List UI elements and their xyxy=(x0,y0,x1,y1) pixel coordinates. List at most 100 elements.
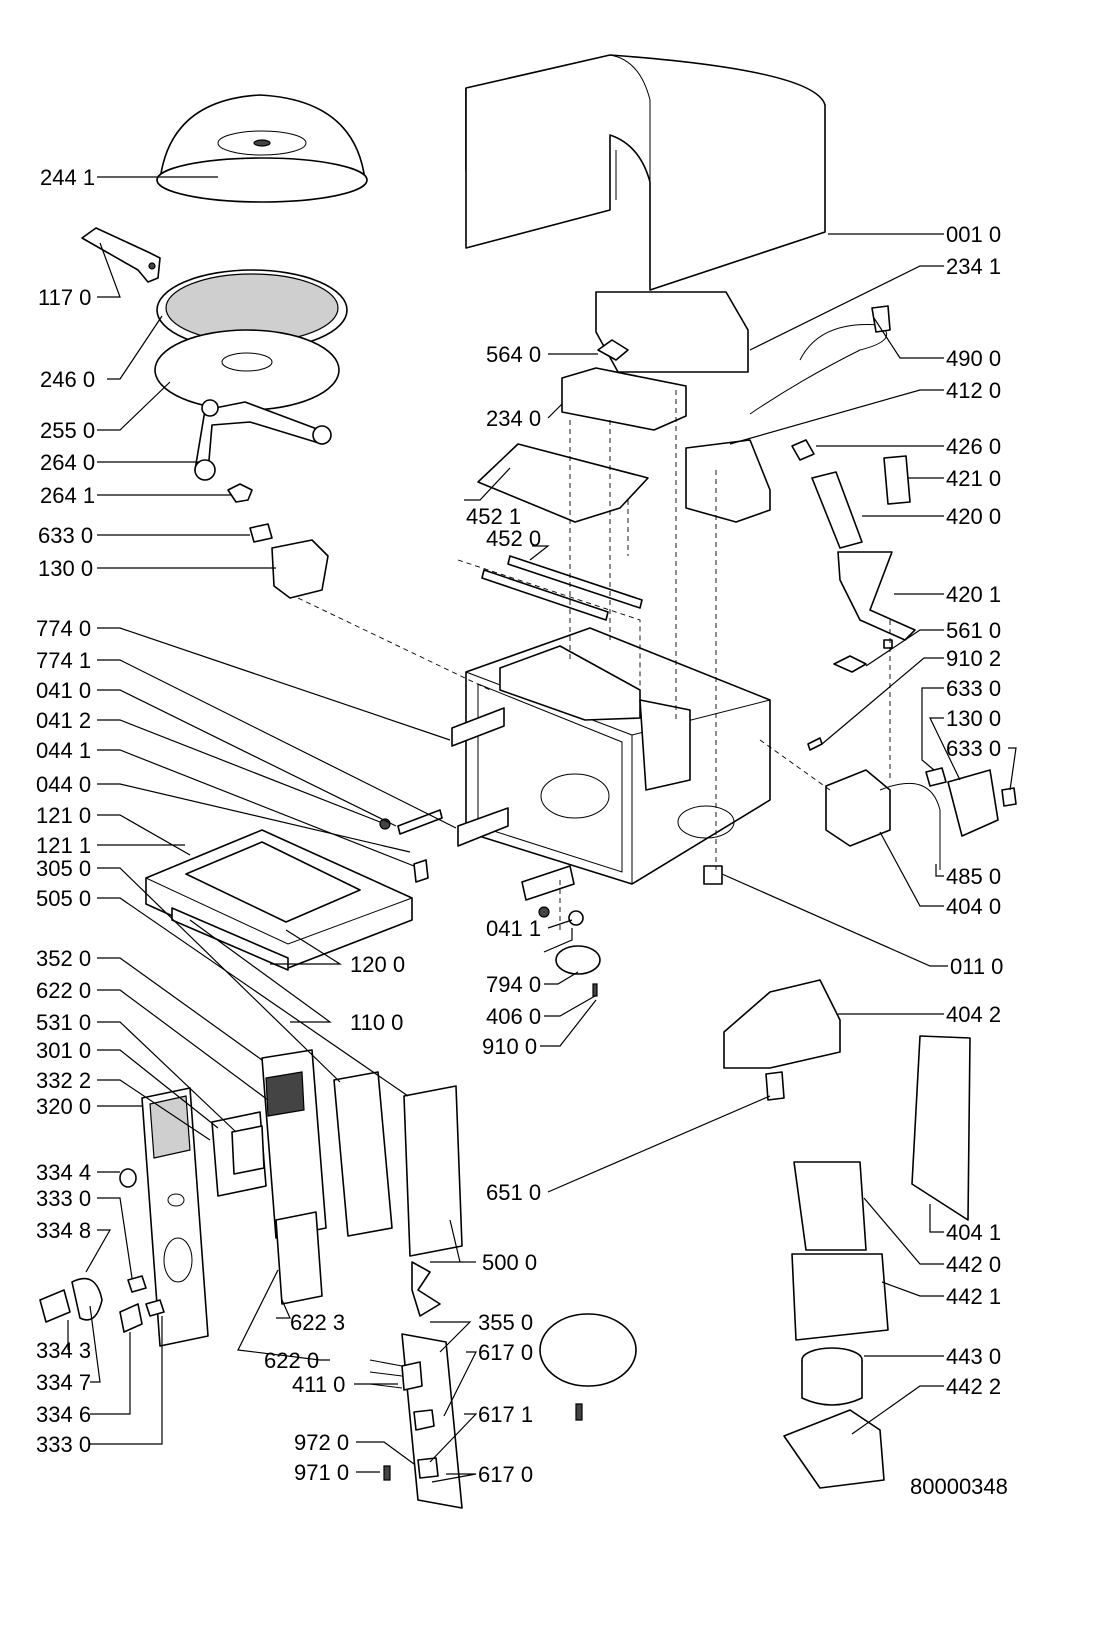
part-label: 334 6 xyxy=(36,1402,91,1427)
part-label: 333 0 xyxy=(36,1432,91,1457)
switch-right-b xyxy=(1001,787,1017,807)
part-label: 412 0 xyxy=(946,378,1001,403)
part-label: 234 1 xyxy=(946,254,1001,279)
part-label: 041 0 xyxy=(36,678,91,703)
part-label: 246 0 xyxy=(40,367,95,392)
diode xyxy=(791,439,815,461)
keypad-board xyxy=(231,1125,265,1175)
part-label: 910 2 xyxy=(946,646,1001,671)
part-label: 651 0 xyxy=(486,1180,541,1205)
part-label: 255 0 xyxy=(40,418,95,443)
part-drawings xyxy=(39,54,1017,1509)
part-label: 774 1 xyxy=(36,648,91,673)
screw-nut xyxy=(883,639,893,649)
part-label: 561 0 xyxy=(946,618,1001,643)
part-label: 234 0 xyxy=(486,406,541,431)
outer-casing xyxy=(465,54,826,291)
part-label: 564 0 xyxy=(486,342,541,367)
control-pcb xyxy=(403,1085,463,1257)
part-label: 442 2 xyxy=(946,1374,1001,1399)
part-label: 490 0 xyxy=(946,346,1001,371)
part-label: 333 0 xyxy=(36,1186,91,1211)
part-label: 505 0 xyxy=(36,886,91,911)
switch-left xyxy=(249,523,273,543)
display-board xyxy=(261,1049,327,1239)
fan-blower xyxy=(791,1253,889,1341)
power-board xyxy=(369,1333,463,1509)
heating-rods xyxy=(481,555,643,621)
door-switch-bracket-right xyxy=(947,769,999,837)
stirrer-cover xyxy=(539,1313,637,1387)
knob-334-3 xyxy=(39,1289,71,1323)
oven-door xyxy=(145,829,413,971)
part-labels: 244 1 117 0 246 0 255 0 264 0 264 1 633 … xyxy=(36,165,1008,1499)
top-cover-strip xyxy=(595,291,749,373)
roller-ring xyxy=(194,399,332,481)
assembly-guides xyxy=(297,390,891,930)
part-label: 485 0 xyxy=(946,864,1001,889)
part-label: 794 0 xyxy=(486,972,541,997)
hv-capacitor xyxy=(811,471,863,549)
part-label: 617 0 xyxy=(478,1462,533,1487)
drawing-number: 80000348 xyxy=(910,1474,1008,1499)
part-label: 633 0 xyxy=(946,736,1001,761)
part-label: 443 0 xyxy=(946,1344,1001,1369)
turntable-motor xyxy=(555,945,601,975)
part-label: 305 0 xyxy=(36,856,91,881)
fan-motor-bracket xyxy=(793,1161,867,1251)
part-label: 442 1 xyxy=(946,1284,1001,1309)
part-label: 301 0 xyxy=(36,1038,91,1063)
capacitor xyxy=(883,455,911,505)
part-label: 332 2 xyxy=(36,1068,91,1093)
part-label: 404 1 xyxy=(946,1220,1001,1245)
leader-lines xyxy=(67,176,1017,1483)
part-label: 041 1 xyxy=(486,916,541,941)
magnetron xyxy=(825,769,891,847)
part-label: 120 0 xyxy=(350,952,405,977)
motor-screw xyxy=(592,983,598,997)
part-label: 044 0 xyxy=(36,772,91,797)
part-label: 622 0 xyxy=(264,1348,319,1373)
part-label: 910 0 xyxy=(482,1034,537,1059)
cover-lid xyxy=(156,94,368,203)
part-label: 110 0 xyxy=(350,1010,403,1035)
part-label: 420 1 xyxy=(946,582,1001,607)
turntable-coupler xyxy=(227,483,253,503)
stirrer-screw xyxy=(575,1403,583,1421)
part-label: 426 0 xyxy=(946,434,1001,459)
pcb-frame xyxy=(333,1071,393,1237)
part-label: 500 0 xyxy=(482,1250,537,1275)
part-label: 774 0 xyxy=(36,616,91,641)
part-label: 044 1 xyxy=(36,738,91,763)
hinge-bracket xyxy=(521,865,575,901)
part-label: 117 0 xyxy=(38,285,91,310)
crisp-plate xyxy=(156,269,348,351)
part-label: 264 1 xyxy=(40,483,95,508)
part-label: 334 8 xyxy=(36,1218,91,1243)
knob-ring-334-7 xyxy=(71,1277,103,1321)
part-label: 352 0 xyxy=(36,946,91,971)
oven-cavity xyxy=(465,627,771,885)
capacitor-bracket xyxy=(837,551,916,641)
part-label: 633 0 xyxy=(38,523,93,548)
knob-334-4 xyxy=(119,1168,137,1188)
part-label: 404 0 xyxy=(946,894,1001,919)
screw-pair xyxy=(807,737,823,751)
button-333-0-b xyxy=(145,1299,165,1317)
part-label: 130 0 xyxy=(38,556,93,581)
part-label: 617 1 xyxy=(478,1402,533,1427)
part-label: 121 1 xyxy=(36,833,91,858)
part-label: 617 0 xyxy=(478,1340,533,1365)
mounting-plate-lower xyxy=(457,807,509,847)
part-label: 264 0 xyxy=(40,450,95,475)
power-cord xyxy=(749,305,891,415)
part-label: 420 0 xyxy=(946,504,1001,529)
part-label: 442 0 xyxy=(946,1252,1001,1277)
part-label: 041 2 xyxy=(36,708,91,733)
handle-tool xyxy=(81,227,161,283)
part-label: 531 0 xyxy=(36,1010,91,1035)
part-label: 971 0 xyxy=(294,1460,349,1485)
part-label: 622 3 xyxy=(290,1310,345,1335)
control-panel xyxy=(141,1087,209,1347)
